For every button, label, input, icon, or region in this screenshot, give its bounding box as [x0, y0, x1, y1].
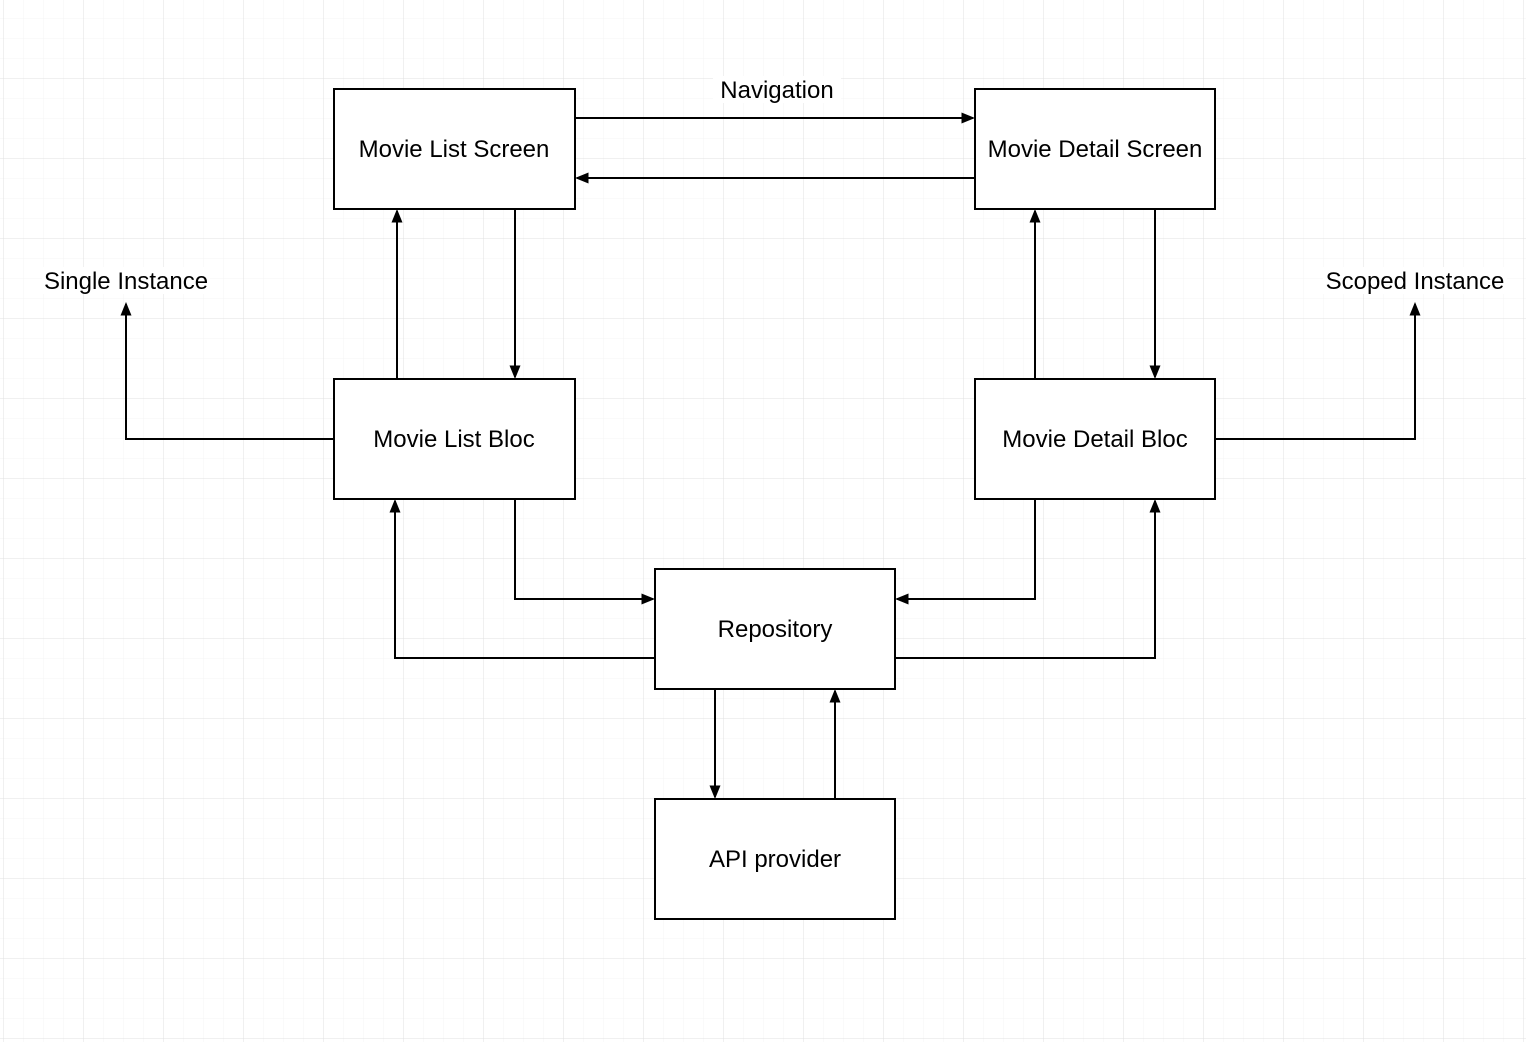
- node-api-provider: API provider: [654, 798, 896, 920]
- node-movie-detail-bloc-label: Movie Detail Bloc: [1002, 426, 1187, 453]
- annotation-single-instance-text: Single Instance: [44, 268, 208, 295]
- annotation-scoped-instance-bg: [1323, 267, 1507, 294]
- edge-scoped-instance-arrow: [1215, 302, 1421, 440]
- node-movie-list-bloc: Movie List Bloc: [333, 378, 576, 500]
- node-repository-box: [654, 568, 896, 690]
- node-movie-detail-screen-box: [974, 88, 1216, 210]
- node-movie-list-bloc-label: Movie List Bloc: [373, 426, 534, 453]
- node-movie-detail-bloc: Movie Detail Bloc: [974, 378, 1216, 500]
- node-movie-list-screen-box: [333, 88, 576, 210]
- node-movie-detail-bloc-box: [974, 378, 1216, 500]
- node-movie-list-screen: Movie List Screen: [333, 88, 576, 210]
- annotation-scoped-instance: Scoped Instance: [1323, 267, 1507, 295]
- node-movie-detail-screen: Movie Detail Screen: [974, 88, 1216, 210]
- node-repository: Repository: [654, 568, 896, 690]
- edge-single-instance-arrow: [120, 302, 334, 440]
- node-repository-label: Repository: [718, 616, 833, 643]
- edge-list-bloc-to-repository: [514, 499, 655, 605]
- annotation-single-instance-bg: [42, 267, 210, 294]
- node-api-provider-box: [654, 798, 896, 920]
- edge-label-navigation: Navigation: [713, 76, 841, 104]
- node-movie-detail-screen-label: Movie Detail Screen: [988, 136, 1203, 163]
- edge-repository-to-list-bloc: [389, 499, 655, 659]
- edge-detail-bloc-to-repository: [895, 499, 1036, 605]
- edge-repository-to-detail-bloc: [895, 499, 1161, 659]
- edge-label-navigation-text: Navigation: [720, 77, 833, 104]
- edge-label-navigation-bg: [713, 76, 841, 103]
- annotation-scoped-instance-text: Scoped Instance: [1326, 268, 1505, 295]
- node-api-provider-label: API provider: [709, 846, 841, 873]
- node-movie-list-bloc-box: [333, 378, 576, 500]
- edges-layer: [120, 112, 1421, 799]
- annotation-single-instance: Single Instance: [42, 267, 210, 295]
- node-movie-list-screen-label: Movie List Screen: [359, 136, 550, 163]
